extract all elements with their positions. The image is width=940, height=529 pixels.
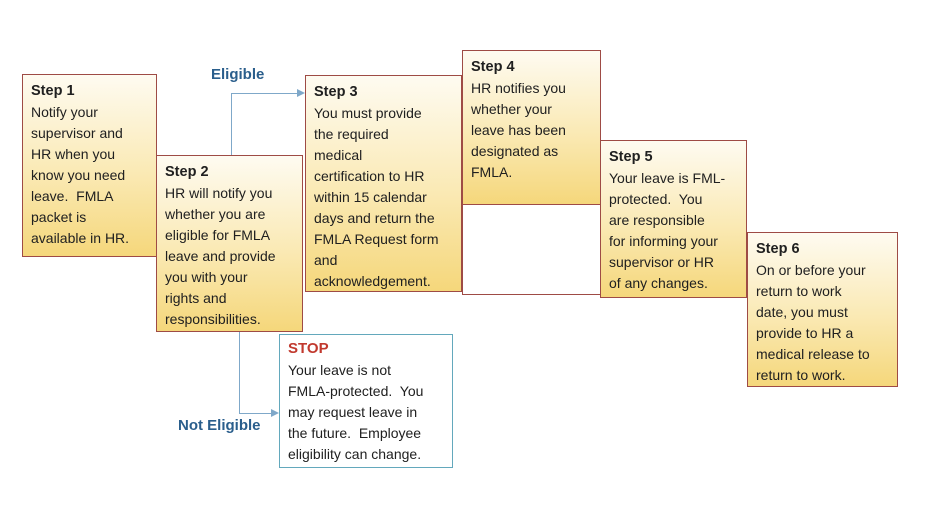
not-eligible-connector-vertical (239, 332, 240, 413)
step-5-box: Step 5 Your leave is FML- protected. You… (600, 140, 747, 298)
eligible-arrowhead-icon (297, 89, 305, 97)
step-1-box: Step 1 Notify your supervisor and HR whe… (22, 74, 157, 257)
step-3-heading: Step 3 (314, 84, 358, 100)
eligible-connector-horizontal (231, 93, 298, 94)
step-1-heading: Step 1 (31, 83, 75, 99)
step-5-heading: Step 5 (609, 149, 653, 165)
not-eligible-connector-horizontal (239, 413, 272, 414)
step-2-heading: Step 2 (165, 164, 209, 180)
eligible-connector-vertical (231, 93, 232, 155)
not-eligible-label: Not Eligible (178, 417, 261, 434)
step-2-body: HR will notify you whether you are eligi… (165, 185, 276, 327)
step-6-body: On or before your return to work date, y… (756, 262, 870, 383)
empty-placeholder-box (462, 204, 601, 295)
step-4-body: HR notifies you whether your leave has b… (471, 80, 566, 180)
step-1-body: Notify your supervisor and HR when you k… (31, 104, 130, 246)
step-6-heading: Step 6 (756, 241, 800, 257)
not-eligible-arrowhead-icon (271, 409, 279, 417)
step-6-box: Step 6 On or before your return to work … (747, 232, 898, 387)
step-4-heading: Step 4 (471, 59, 515, 75)
step-2-box: Step 2 HR will notify you whether you ar… (156, 155, 303, 332)
stop-box: STOP Your leave is not FMLA-protected. Y… (279, 334, 453, 468)
step-4-box: Step 4 HR notifies you whether your leav… (462, 50, 601, 205)
step-3-body: You must provide the required medical ce… (314, 105, 439, 289)
stop-heading: STOP (288, 340, 329, 357)
step-3-box: Step 3 You must provide the required med… (305, 75, 462, 292)
stop-body: Your leave is not FMLA-protected. You ma… (288, 362, 424, 462)
eligible-label: Eligible (211, 66, 265, 83)
step-5-body: Your leave is FML- protected. You are re… (609, 170, 726, 291)
